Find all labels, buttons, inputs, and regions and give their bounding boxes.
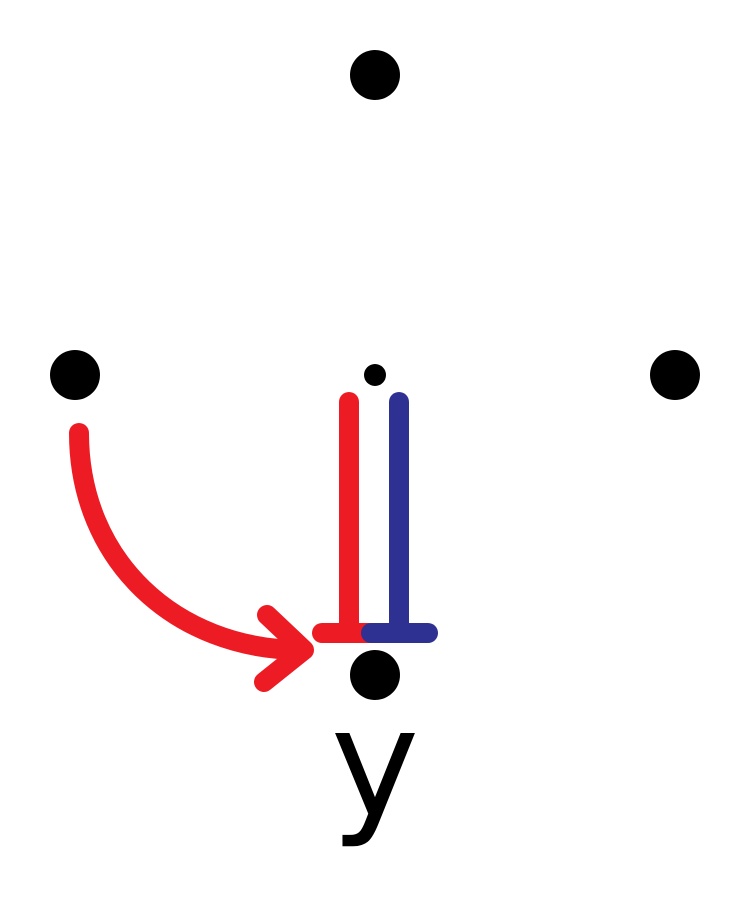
node-bottom — [350, 650, 400, 700]
red-up-tack — [312, 392, 392, 643]
node-left — [50, 350, 100, 400]
node-top — [350, 50, 400, 100]
red-curved-arrow-head — [254, 605, 314, 692]
node-right — [650, 350, 700, 400]
red-curved-arrow — [69, 423, 314, 692]
node-center — [364, 364, 386, 386]
red-curved-arrow-shaft — [69, 423, 312, 660]
blue-up-tack — [361, 392, 438, 643]
node-label-y: y — [331, 677, 420, 851]
